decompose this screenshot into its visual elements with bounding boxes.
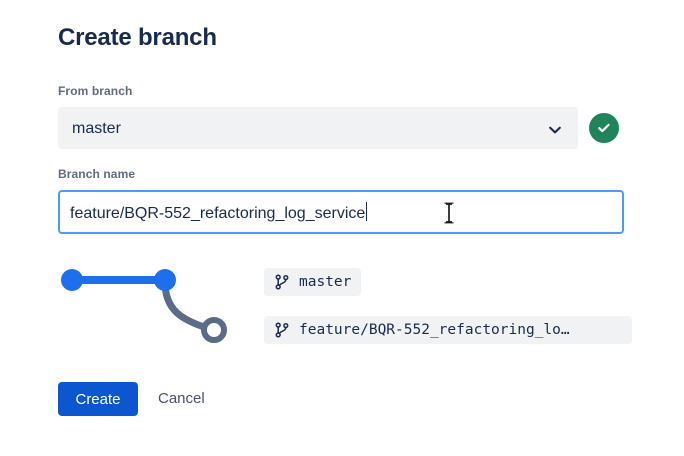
branch-name-input[interactable]: feature/BQR-552_refactoring_log_service [58, 190, 624, 234]
branch-name-value: feature/BQR-552_refactoring_log_service [70, 205, 366, 222]
check-circle-icon [589, 113, 619, 143]
branch-label-text: master [299, 274, 352, 290]
branch-name-label: Branch name [58, 167, 136, 181]
branch-label-master: master [264, 268, 362, 296]
branch-graph [52, 258, 242, 358]
page-title: Create branch [58, 24, 217, 51]
from-branch-row: master [58, 107, 633, 149]
chevron-down-icon [547, 122, 563, 138]
create-button[interactable]: Create [58, 382, 138, 416]
text-caret [366, 202, 368, 221]
from-branch-label: From branch [58, 84, 133, 98]
branch-label-feature: feature/BQR-552_refactoring_lo… [264, 316, 632, 344]
cancel-button[interactable]: Cancel [152, 382, 211, 416]
branch-icon [274, 322, 290, 338]
from-branch-value: master [72, 120, 121, 137]
branch-icon [274, 274, 290, 290]
branch-label-text: feature/BQR-552_refactoring_lo… [299, 322, 570, 338]
from-branch-select[interactable]: master [58, 107, 578, 149]
